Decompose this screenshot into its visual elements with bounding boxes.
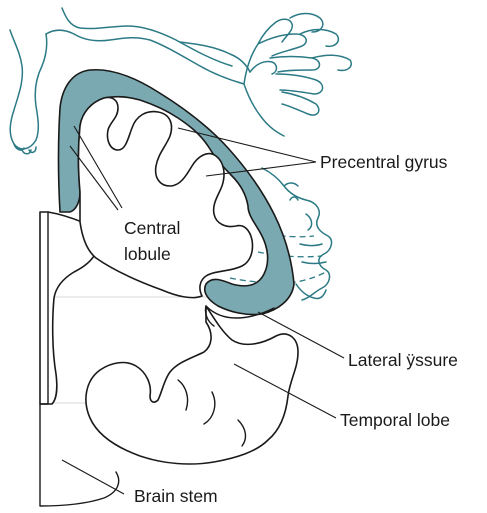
homunculus-thumb	[250, 61, 277, 74]
label-precentral-gyrus: Precentral gyrus	[320, 152, 448, 172]
homunculus-eye	[284, 183, 298, 200]
white-matter-core	[79, 97, 253, 297]
homunculus-jaw	[296, 284, 326, 299]
homunculus-mouth	[300, 244, 326, 264]
temporal-lobe-outline	[86, 306, 298, 464]
label-brain-stem: Brain stem	[134, 486, 218, 506]
homunculus-trunk	[62, 8, 232, 66]
label-temporal-lobe: Temporal lobe	[340, 410, 450, 430]
homunculus-arm	[180, 42, 250, 72]
label-central-lobule-line1: Central	[124, 218, 180, 238]
homunculus-leg	[10, 30, 47, 149]
label-lateral-fissure: Lateral ÿssure	[348, 350, 458, 370]
homunculus-hand	[244, 19, 323, 136]
homunculus-nose	[306, 214, 312, 230]
homunculus-fingers-upper	[290, 14, 351, 71]
leader-brain-stem	[62, 460, 124, 494]
label-central-lobule-line2: lobule	[124, 244, 171, 264]
